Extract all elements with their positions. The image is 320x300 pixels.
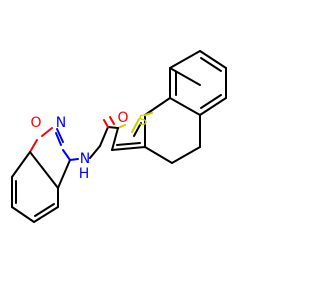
bond (33, 206, 59, 223)
bond (169, 97, 201, 116)
bond (169, 50, 201, 69)
bond (116, 142, 141, 146)
bond (171, 146, 201, 164)
bond (89, 145, 101, 159)
bond (169, 67, 201, 86)
bond (62, 149, 71, 161)
bond (107, 126, 119, 129)
bond (199, 50, 227, 69)
atom-label-amide-nitrogen: N (80, 151, 90, 167)
bond (111, 127, 119, 151)
bond (131, 118, 140, 133)
bond (144, 146, 173, 164)
bond (29, 139, 38, 153)
bond (200, 57, 222, 72)
atom-label-amide-hydrogen: H (79, 166, 90, 182)
bond (109, 116, 115, 125)
bond (144, 112, 153, 116)
bond (99, 126, 109, 147)
bond (117, 124, 126, 129)
bond (41, 127, 53, 137)
bond (55, 132, 62, 146)
bond (69, 158, 79, 161)
molecule-structure: S O N H N O (11, 50, 227, 223)
bond (111, 146, 146, 151)
bond (56, 128, 64, 143)
atom-label-sulfur: S (139, 113, 148, 129)
bond (57, 159, 71, 189)
bond (200, 94, 222, 109)
bond (199, 97, 227, 116)
bond (103, 119, 109, 128)
bond (11, 206, 35, 223)
bond (144, 97, 171, 116)
bond (29, 151, 59, 189)
atom-label-ring-oxygen: O (30, 115, 41, 131)
bond (133, 122, 142, 137)
atom-label-carbonyl-oxygen: O (117, 110, 128, 126)
atom-label-ring-nitrogen: N (56, 115, 66, 131)
bond (11, 151, 31, 178)
bond (34, 203, 55, 217)
